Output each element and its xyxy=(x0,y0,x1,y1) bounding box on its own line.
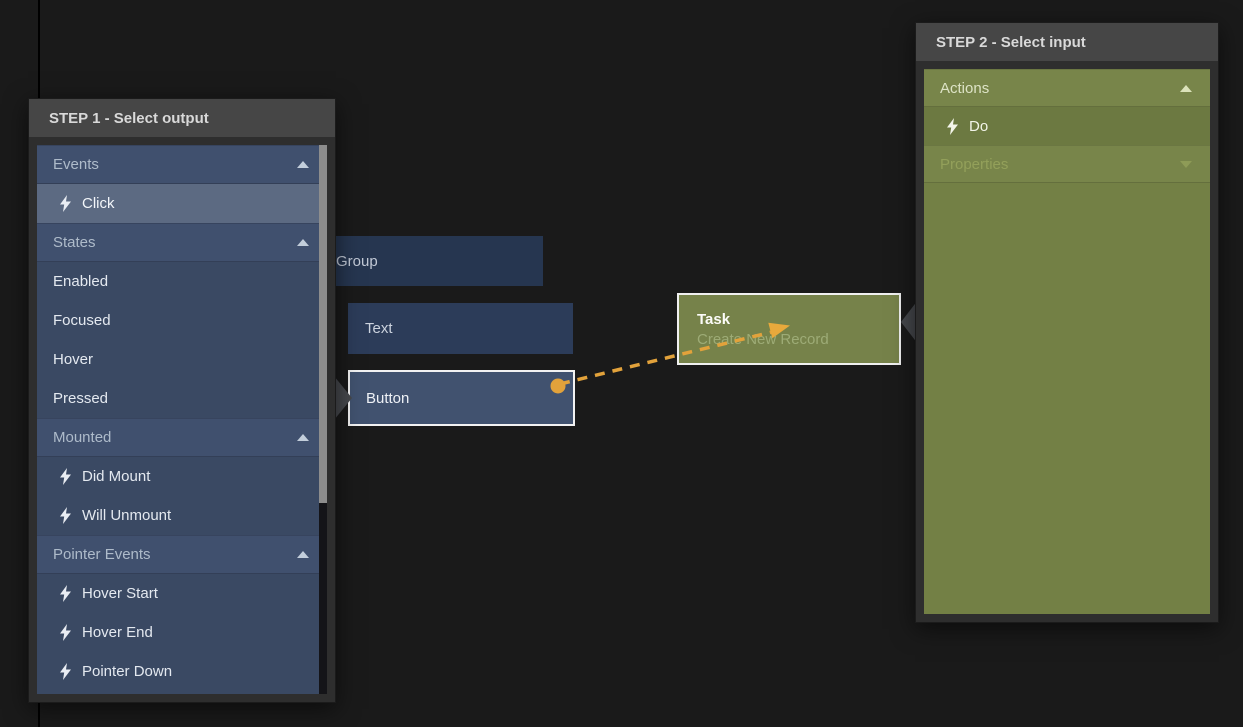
scrollbar-thumb[interactable] xyxy=(319,145,327,503)
section-label: Properties xyxy=(940,155,1009,173)
item-label: Did Mount xyxy=(82,468,151,485)
item-label: Hover xyxy=(53,351,94,368)
section-header-properties[interactable]: Properties xyxy=(924,145,1210,183)
item-label: Will Unmount xyxy=(82,507,172,524)
step1-select-output-panel: STEP 1 - Select output Events Click Stat… xyxy=(28,98,336,703)
item-label: Focused xyxy=(53,312,111,329)
step2-list[interactable]: Actions Do Properties xyxy=(924,69,1210,614)
section-header-events[interactable]: Events xyxy=(37,145,327,184)
chevron-up-icon xyxy=(297,161,309,168)
item-label: Pressed xyxy=(53,390,109,407)
list-item-pointer-down[interactable]: Pointer Down xyxy=(37,652,327,691)
node-text[interactable]: Text xyxy=(348,303,573,354)
list-item-hover[interactable]: Hover xyxy=(37,340,327,379)
list-item-pressed[interactable]: Pressed xyxy=(37,379,327,418)
node-button[interactable]: Button xyxy=(348,370,575,426)
task-node-subtitle: Create New Record xyxy=(697,330,829,348)
node-label: Group xyxy=(336,252,378,270)
chevron-up-icon xyxy=(297,239,309,246)
bolt-icon xyxy=(59,585,72,602)
list-item-do[interactable]: Do xyxy=(924,107,1210,145)
node-label: Button xyxy=(366,389,410,407)
list-item-focused[interactable]: Focused xyxy=(37,301,327,340)
section-header-actions[interactable]: Actions xyxy=(924,69,1210,107)
panel-title: STEP 1 - Select output xyxy=(29,99,335,137)
item-label: Enabled xyxy=(53,273,109,290)
node-label: Text xyxy=(365,320,393,337)
item-label: Pointer Down xyxy=(82,663,173,680)
chevron-up-icon xyxy=(297,551,309,558)
panel-title: STEP 2 - Select input xyxy=(916,23,1218,61)
list-item-did-mount[interactable]: Did Mount xyxy=(37,457,327,496)
section-label: Mounted xyxy=(53,429,112,446)
bolt-icon xyxy=(59,468,72,485)
task-node-title: Task xyxy=(697,310,731,328)
node-task[interactable]: Task Create New Record xyxy=(677,293,901,365)
section-header-states[interactable]: States xyxy=(37,223,327,262)
list-item-will-unmount[interactable]: Will Unmount xyxy=(37,496,327,535)
bolt-icon xyxy=(946,117,959,135)
item-label: Click xyxy=(82,195,115,212)
section-label: Actions xyxy=(940,79,990,97)
section-label: Events xyxy=(53,156,99,173)
step1-list[interactable]: Events Click States Enabled Focused Hove… xyxy=(37,145,327,694)
step1-panel-pointer xyxy=(334,376,352,420)
section-label: States xyxy=(53,234,96,251)
item-label: Hover End xyxy=(82,624,153,641)
bolt-icon xyxy=(59,507,72,524)
bolt-icon xyxy=(59,663,72,680)
bolt-icon xyxy=(59,195,72,212)
section-header-pointer-events[interactable]: Pointer Events xyxy=(37,535,327,574)
item-label: Hover Start xyxy=(82,585,158,602)
section-label: Pointer Events xyxy=(53,546,151,563)
list-item-click[interactable]: Click xyxy=(37,184,327,223)
step2-select-input-panel: STEP 2 - Select input Actions Do Propert… xyxy=(915,22,1219,623)
bolt-icon xyxy=(59,624,72,641)
node-group[interactable]: Group xyxy=(300,236,543,286)
chevron-down-icon xyxy=(1180,160,1192,168)
step2-panel-pointer xyxy=(901,300,918,344)
chevron-up-icon xyxy=(297,434,309,441)
scrollbar[interactable] xyxy=(319,145,327,694)
list-item-hover-end[interactable]: Hover End xyxy=(37,613,327,652)
chevron-up-icon xyxy=(1180,84,1192,92)
section-header-mounted[interactable]: Mounted xyxy=(37,418,327,457)
list-item-enabled[interactable]: Enabled xyxy=(37,262,327,301)
list-item-hover-start[interactable]: Hover Start xyxy=(37,574,327,613)
item-label: Do xyxy=(969,117,989,135)
